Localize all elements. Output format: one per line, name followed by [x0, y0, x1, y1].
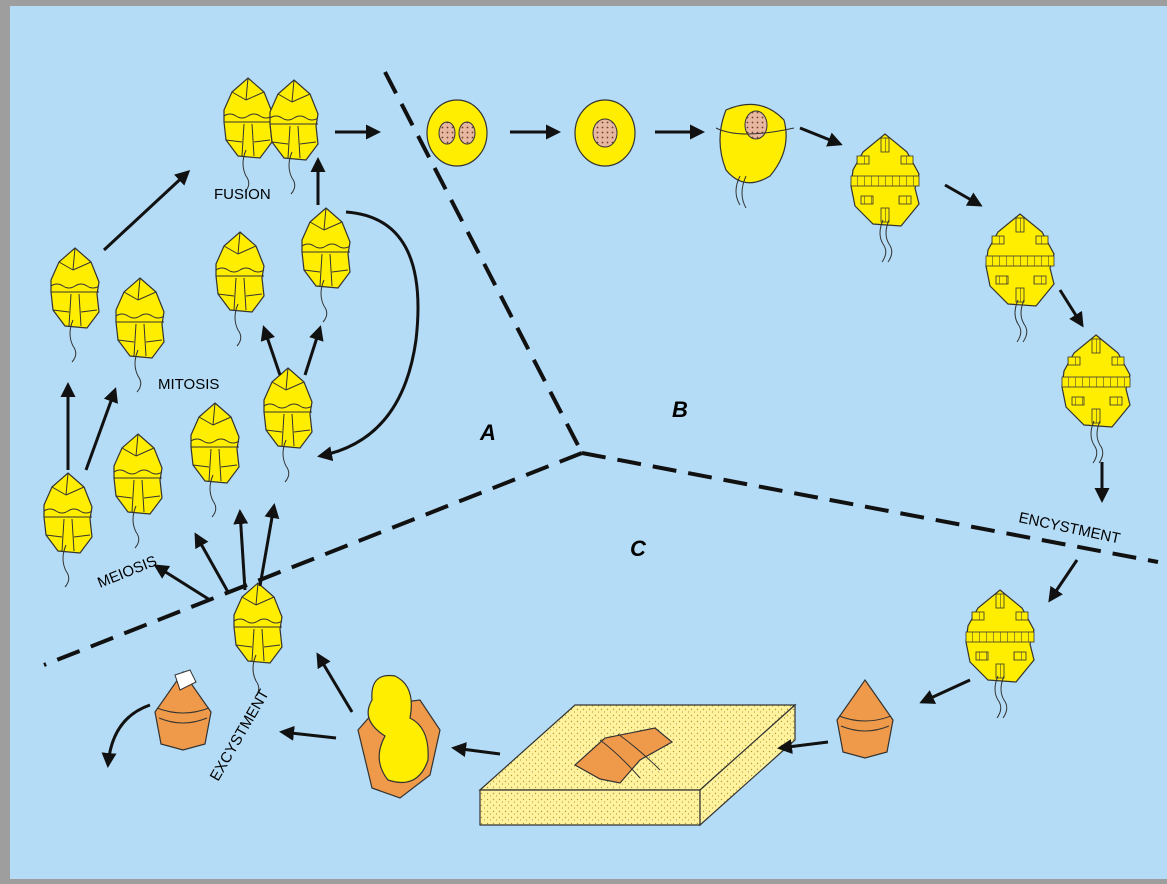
- cycle-arrows: [60, 124, 1110, 768]
- zone-label-a: A: [479, 420, 496, 445]
- zygote-stages: [426, 99, 795, 209]
- zone-label-c: C: [630, 536, 647, 561]
- zone-label-b: B: [672, 397, 688, 422]
- resting-cysts: [154, 669, 894, 759]
- sediment-block: [478, 703, 797, 827]
- mitosis-label: MITOSIS: [158, 376, 219, 393]
- excysting-cell: [357, 674, 441, 799]
- fusion-label: FUSION: [214, 186, 271, 203]
- zone-dividers: [43, 71, 1159, 667]
- archeopyle: [174, 669, 197, 691]
